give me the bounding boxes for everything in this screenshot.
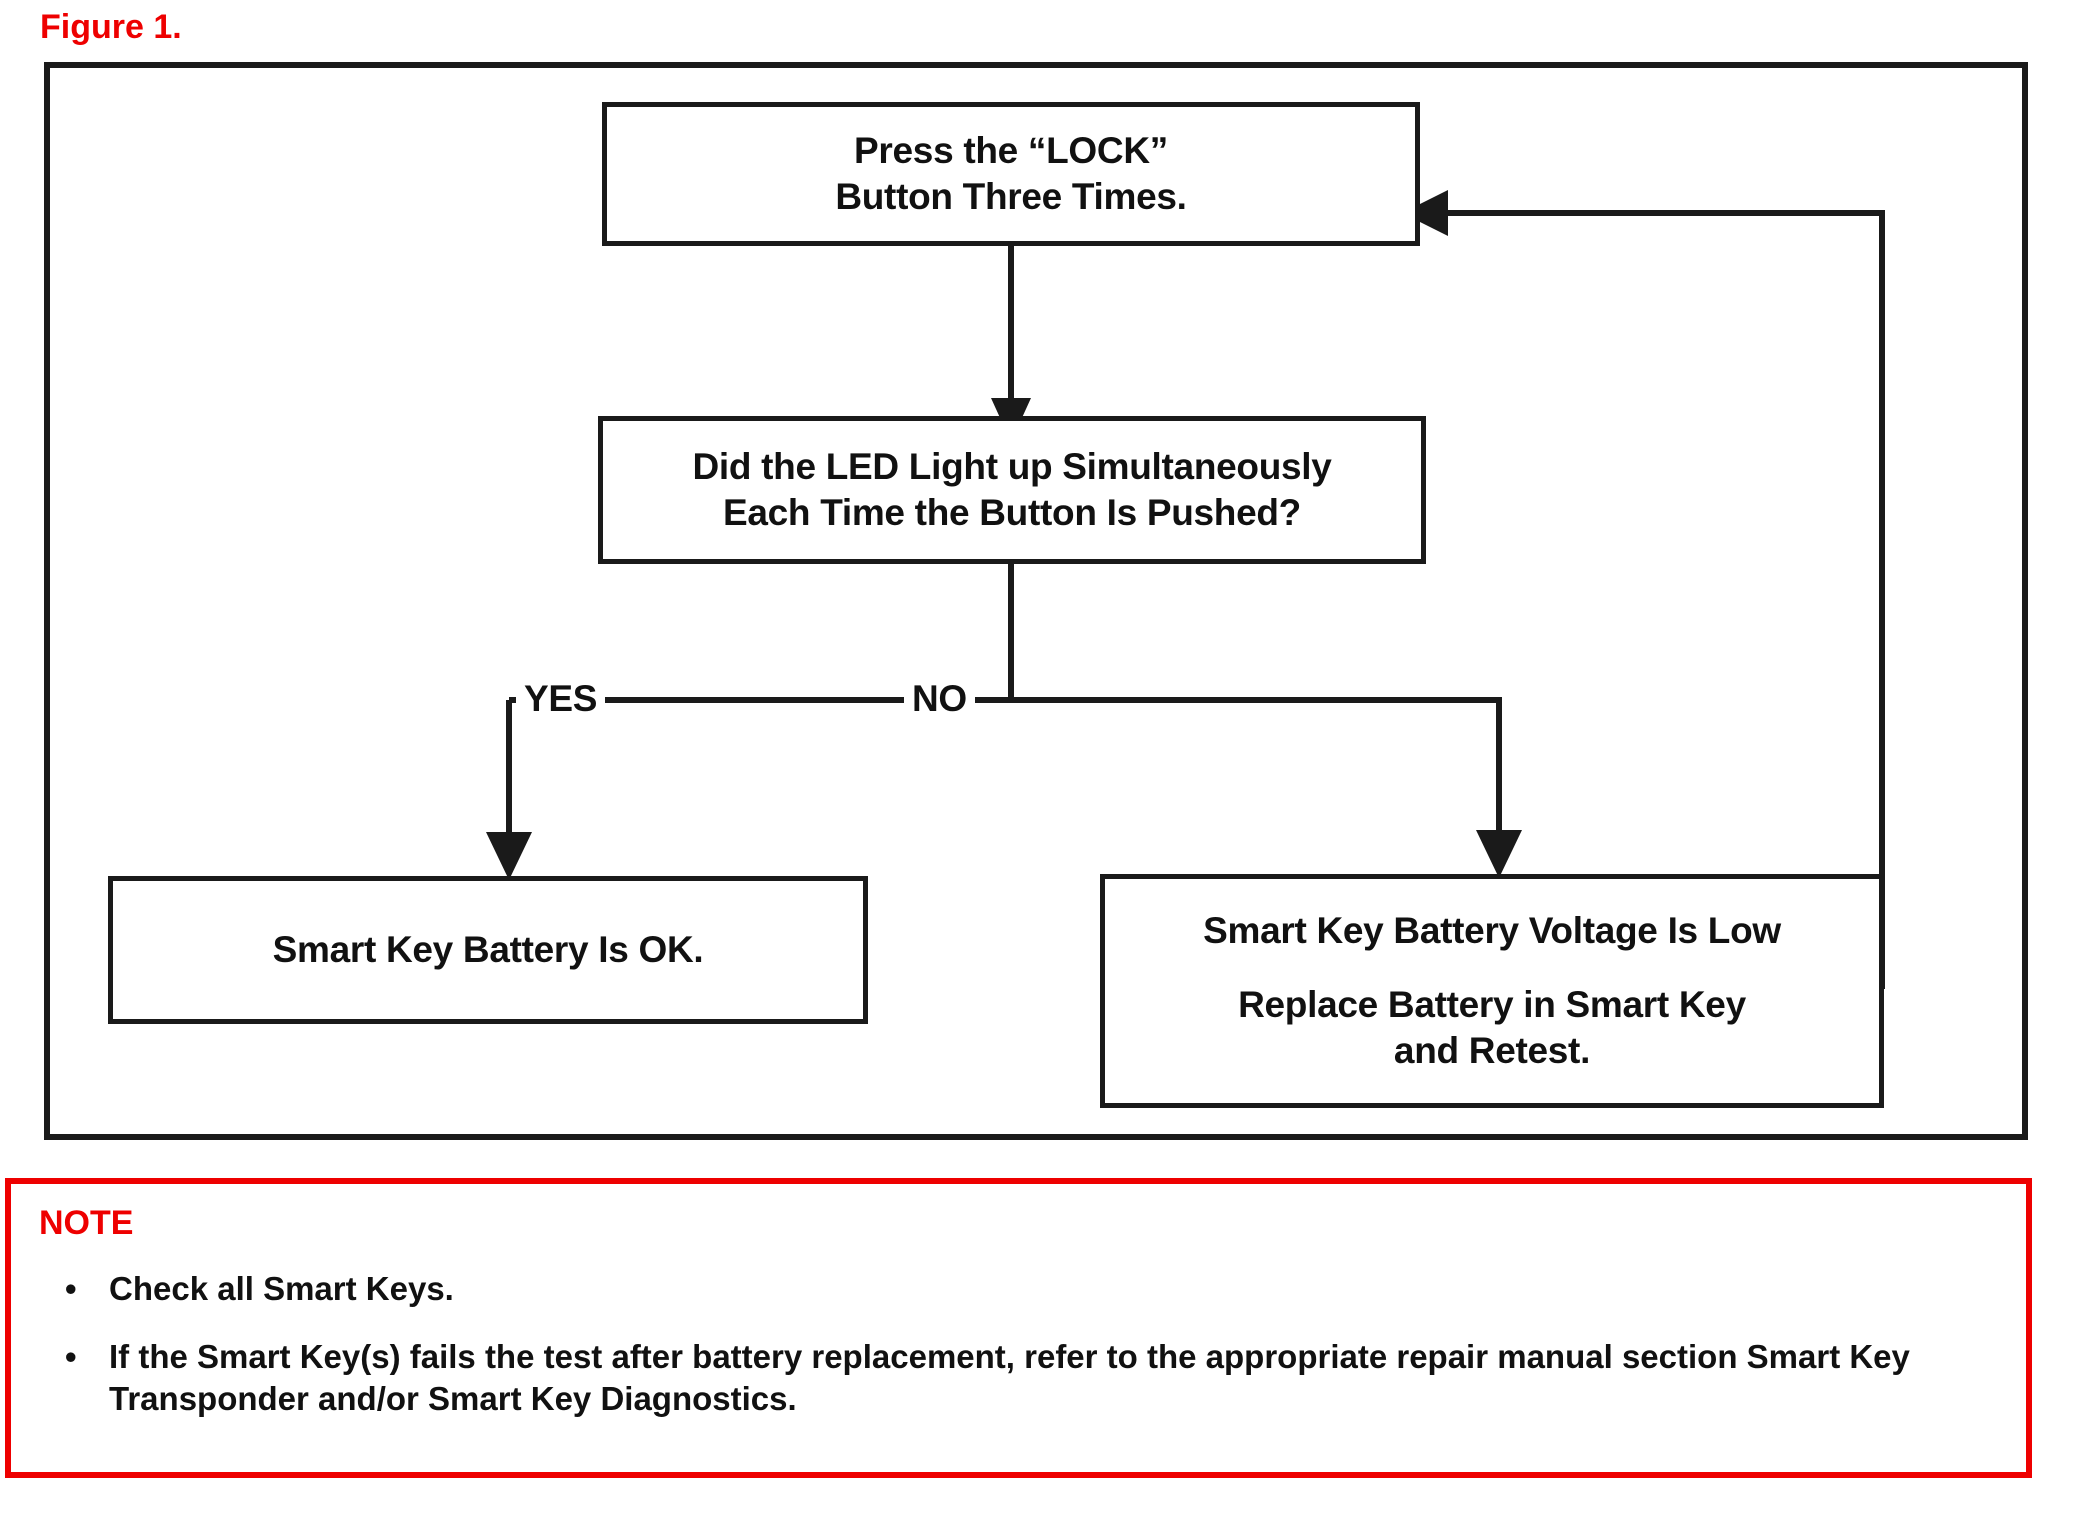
node-led-question-line2: Each Time the Button Is Pushed? xyxy=(723,492,1301,533)
note-list-item: • Check all Smart Keys. xyxy=(51,1268,1986,1310)
flowchart-node-battery-ok: Smart Key Battery Is OK. xyxy=(108,876,868,1024)
connector-no-branch xyxy=(1476,700,1522,878)
node-press-lock-line1: Press the “LOCK” xyxy=(854,129,1168,171)
node-led-question-line1: Did the LED Light up Simultaneously xyxy=(692,445,1332,487)
bullet-icon: • xyxy=(65,1270,77,1307)
note-list-item: • If the Smart Key(s) fails the test aft… xyxy=(51,1336,1986,1420)
connector-retest-feedback-loop xyxy=(1402,190,1885,992)
note-list-item-text: Check all Smart Keys. xyxy=(109,1270,454,1307)
connector-yes-branch xyxy=(486,700,532,880)
node-battery-low-line2: Replace Battery in Smart Key xyxy=(1238,983,1746,1025)
bullet-icon: • xyxy=(65,1338,77,1376)
note-box: NOTE • Check all Smart Keys. • If the Sm… xyxy=(5,1178,2032,1478)
branch-label-no: NO xyxy=(904,680,975,717)
node-battery-ok-line1: Smart Key Battery Is OK. xyxy=(272,928,704,970)
node-battery-low-line3: and Retest. xyxy=(1393,1030,1591,1072)
node-press-lock-line2: Button Three Times. xyxy=(835,176,1187,217)
flowchart-node-battery-low: Smart Key Battery Voltage Is Low Replace… xyxy=(1100,874,1884,1108)
connector-press-to-question xyxy=(991,246,1031,442)
flowchart-frame: Press the “LOCK” Button Three Times. Did… xyxy=(44,62,2028,1140)
note-title: NOTE xyxy=(39,1204,134,1242)
note-list-item-text: If the Smart Key(s) fails the test after… xyxy=(109,1338,1910,1418)
figure-caption: Figure 1. xyxy=(40,8,182,46)
node-battery-low-line1: Smart Key Battery Voltage Is Low xyxy=(1203,909,1781,951)
note-bullet-list: • Check all Smart Keys. • If the Smart K… xyxy=(51,1268,1986,1447)
flowchart-node-led-question: Did the LED Light up Simultaneously Each… xyxy=(598,416,1426,564)
flowchart-node-press-lock: Press the “LOCK” Button Three Times. xyxy=(602,102,1420,246)
branch-label-yes: YES xyxy=(516,680,606,717)
